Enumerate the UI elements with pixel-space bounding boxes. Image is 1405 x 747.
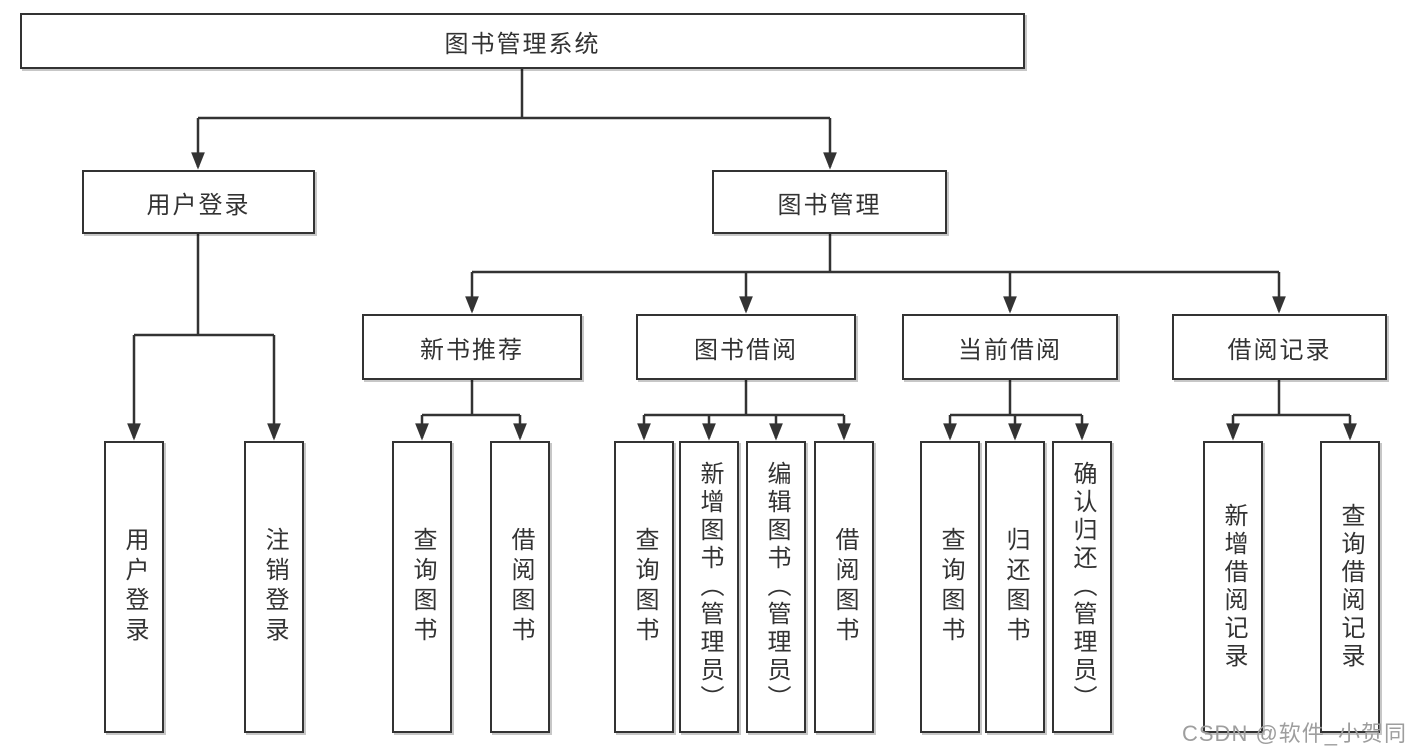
node-book-borrow: 图书借阅 xyxy=(636,314,856,380)
leaf-query-books-recommend-label: 查询图书 xyxy=(409,527,436,647)
node-book-management-system: 图书管理系统 xyxy=(20,13,1025,69)
leaf-borrow-books-borrow: 借阅图书 xyxy=(814,441,874,733)
leaf-add-book-admin-label: 新增图书（管理员） xyxy=(696,461,723,713)
leaf-user-login-label: 用户登录 xyxy=(121,527,148,647)
leaf-add-borrow-record: 新增借阅记录 xyxy=(1203,441,1263,733)
leaf-borrow-books-recommend-label: 借阅图书 xyxy=(507,527,534,647)
leaf-query-books-current-label: 查询图书 xyxy=(937,527,964,647)
node-book-management: 图书管理 xyxy=(712,170,947,234)
leaf-return-book-label: 归还图书 xyxy=(1002,527,1029,647)
leaf-query-borrow-record: 查询借阅记录 xyxy=(1320,441,1380,733)
leaf-query-books-current: 查询图书 xyxy=(920,441,980,733)
leaf-edit-book-admin: 编辑图书（管理员） xyxy=(746,441,806,733)
csdn-watermark: CSDN @软件_小贺同学 xyxy=(1182,721,1405,746)
leaf-confirm-return-admin-label: 确认归还（管理员） xyxy=(1069,461,1096,713)
leaf-borrow-books-borrow-label: 借阅图书 xyxy=(831,527,858,647)
leaf-logout: 注销登录 xyxy=(244,441,304,733)
node-borrow-records: 借阅记录 xyxy=(1172,314,1387,380)
node-user-login: 用户登录 xyxy=(82,170,315,234)
leaf-query-books-borrow: 查询图书 xyxy=(614,441,674,733)
leaf-add-book-admin: 新增图书（管理员） xyxy=(679,441,739,733)
leaf-borrow-books-recommend: 借阅图书 xyxy=(490,441,550,733)
leaf-edit-book-admin-label: 编辑图书（管理员） xyxy=(763,461,790,713)
leaf-user-login: 用户登录 xyxy=(104,441,164,733)
leaf-logout-label: 注销登录 xyxy=(261,527,288,647)
leaf-query-books-borrow-label: 查询图书 xyxy=(631,527,658,647)
leaf-confirm-return-admin: 确认归还（管理员） xyxy=(1052,441,1112,733)
leaf-query-borrow-record-label: 查询借阅记录 xyxy=(1337,503,1364,671)
leaf-add-borrow-record-label: 新增借阅记录 xyxy=(1220,503,1247,671)
node-current-borrow: 当前借阅 xyxy=(902,314,1118,380)
leaf-query-books-recommend: 查询图书 xyxy=(392,441,452,733)
node-new-book-recommend: 新书推荐 xyxy=(362,314,582,380)
leaf-return-book: 归还图书 xyxy=(985,441,1045,733)
